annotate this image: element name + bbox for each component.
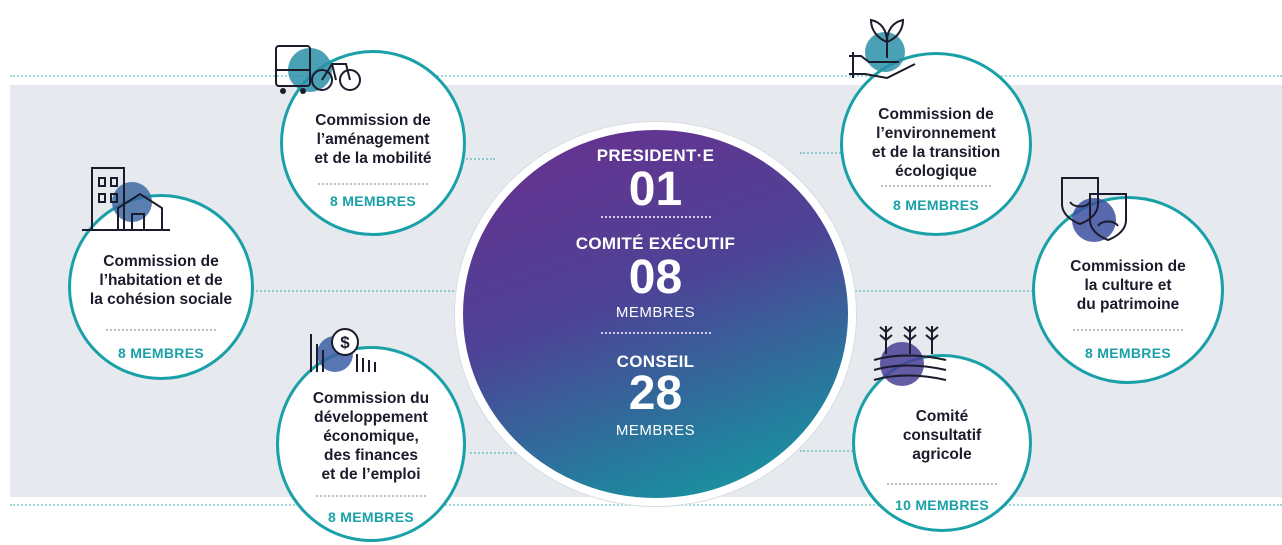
title-line: l’aménagement xyxy=(316,131,430,148)
title-line: l’environnement xyxy=(876,125,996,142)
title-line: et de la transition xyxy=(871,144,1001,161)
commission-economie: Commission du développement économique, … xyxy=(276,346,466,542)
commission-culture: Commission de la culture et du patrimoin… xyxy=(1032,196,1224,384)
circle-separator xyxy=(318,183,428,185)
members-count: 8 MEMBRES xyxy=(330,193,416,209)
commission-environnement: Commission de l’environnement et de la t… xyxy=(840,52,1032,236)
circle-separator xyxy=(1073,329,1183,331)
title-line: agricole xyxy=(912,446,972,463)
commission-title: Commission de l’aménagement et de la mob… xyxy=(293,111,453,168)
title-line: Commission de xyxy=(1070,258,1186,275)
buildings-house-icon xyxy=(82,167,170,231)
title-line: écologique xyxy=(895,163,977,180)
council-unit: MEMBRES xyxy=(615,422,696,439)
title-line: Commission du xyxy=(312,390,430,407)
commission-mobilite: Commission de l’aménagement et de la mob… xyxy=(280,50,466,236)
members-count: 8 MEMBRES xyxy=(328,509,414,525)
connector-culture xyxy=(835,290,1045,292)
svg-text:$: $ xyxy=(340,333,350,352)
title-line: consultatif xyxy=(902,427,982,444)
president-label: PRESIDENT·E xyxy=(596,146,715,165)
title-line: du patrimoine xyxy=(1076,296,1180,313)
council-label: CONSEIL xyxy=(616,352,695,371)
title-line: des finances xyxy=(324,447,418,464)
title-line: l’habitation et de xyxy=(99,272,223,289)
commission-title: Comité consultatif agricole xyxy=(865,407,1019,464)
members-count: 8 MEMBRES xyxy=(118,345,204,361)
president-count: 01 xyxy=(628,163,683,216)
theater-masks-icon xyxy=(1061,177,1127,242)
title-line: et de la mobilité xyxy=(314,150,432,167)
title-line: Commission de xyxy=(315,112,431,129)
circle-separator xyxy=(881,185,991,187)
title-line: Commission de xyxy=(103,253,219,270)
connector-environnement xyxy=(800,152,845,154)
commission-agricole: Comité consultatif agricole 10 MEMBRES xyxy=(852,354,1032,532)
circle-separator xyxy=(106,329,216,331)
connector-mobilite xyxy=(455,158,495,160)
central-summary-circle: PRESIDENT·E 01 COMITÉ EXÉCUTIF 08 MEMBRE… xyxy=(455,122,856,506)
title-line: Comité xyxy=(915,408,969,425)
executive-unit: MEMBRES xyxy=(615,304,696,321)
commission-title: Commission du développement économique, … xyxy=(289,389,453,484)
executive-label: COMITÉ EXÉCUTIF xyxy=(575,234,736,253)
commission-title: Commission de l’environnement et de la t… xyxy=(853,105,1019,181)
members-count: 8 MEMBRES xyxy=(1085,345,1171,361)
title-line: économique, xyxy=(323,428,419,445)
title-line: la culture et xyxy=(1084,277,1172,294)
commission-title: Commission de la culture et du patrimoin… xyxy=(1045,257,1211,314)
members-count: 10 MEMBRES xyxy=(894,497,990,513)
title-line: développement xyxy=(314,409,428,426)
wheat-field-icon xyxy=(873,326,947,386)
commission-title: Commission de l’habitation et de la cohé… xyxy=(81,252,241,309)
center-separator xyxy=(601,216,711,218)
circle-separator xyxy=(316,495,426,497)
center-separator xyxy=(601,332,711,334)
commission-habitation: Commission de l’habitation et de la cohé… xyxy=(68,194,254,380)
bus-bike-icon xyxy=(275,45,361,94)
connector-economie xyxy=(470,452,520,454)
connector-agricole xyxy=(800,450,860,452)
circle-separator xyxy=(887,483,997,485)
council-count: 28 xyxy=(628,367,683,420)
top-dotted-line xyxy=(10,75,1282,77)
members-count: 8 MEMBRES xyxy=(893,197,979,213)
title-line: la cohésion sociale xyxy=(89,291,233,308)
hand-sprout-icon xyxy=(849,18,916,80)
connector-habitation xyxy=(225,290,465,292)
title-line: et de l’emploi xyxy=(321,466,421,483)
title-line: Commission de xyxy=(878,106,994,123)
executive-count: 08 xyxy=(628,251,683,304)
dollar-chart-icon: $ xyxy=(310,328,376,372)
